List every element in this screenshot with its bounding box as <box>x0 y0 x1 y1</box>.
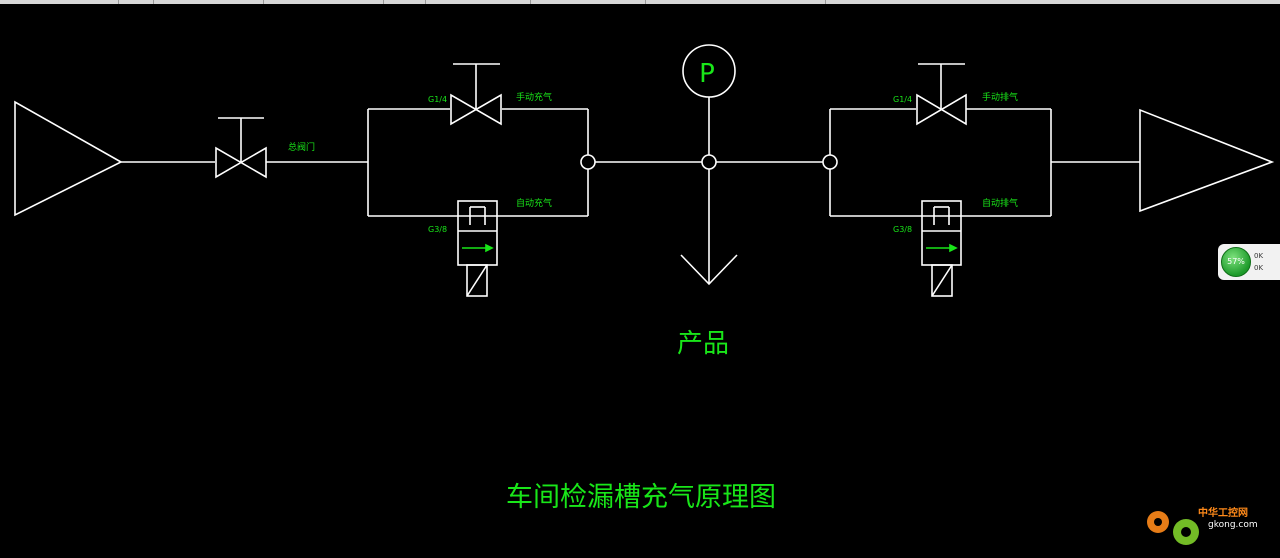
left-manual-name-label: 手动充气 <box>516 91 552 103</box>
gauge-letter: P <box>699 59 715 89</box>
left-auto-name-label: 自动充气 <box>516 197 552 209</box>
right-manual-name-label: 手动排气 <box>982 91 1018 103</box>
left-manual-valve-symbol <box>450 93 502 126</box>
product-label: 产品 <box>677 329 729 359</box>
product-arrow <box>680 254 738 286</box>
left-solenoid-valve-symbol <box>457 200 498 297</box>
network-usage-gauge: 57% <box>1221 247 1251 277</box>
left-auto-size-label: G3/8 <box>428 225 447 234</box>
left-junction <box>580 154 596 170</box>
cad-drawing-canvas: P 总阀门 G1/4 手动充气 G3/8 自动充气 G1/4 手动排气 G3/8… <box>14 44 1275 513</box>
right-manual-valve-symbol <box>916 93 967 126</box>
main-valve-symbol <box>215 146 267 179</box>
upload-speed: 0K <box>1254 252 1264 260</box>
exhaust-outlet-symbol <box>1139 108 1275 213</box>
watermark-url: gkong.com <box>1208 520 1258 530</box>
network-speed-widget[interactable]: 57% 0K 0K <box>1218 244 1280 280</box>
right-auto-size-label: G3/8 <box>893 225 912 234</box>
right-solenoid-valve-symbol <box>921 200 962 297</box>
gear-logo-icon <box>1147 511 1199 545</box>
center-junction <box>701 154 717 170</box>
left-manual-size-label: G1/4 <box>428 95 447 104</box>
main-valve-label: 总阀门 <box>288 141 315 153</box>
right-manual-size-label: G1/4 <box>893 95 912 104</box>
window-top-strip <box>0 0 1280 4</box>
site-watermark: 中华工控网 gkong.com <box>1140 492 1280 558</box>
right-junction <box>822 154 838 170</box>
download-speed: 0K <box>1254 264 1264 272</box>
gas-source-symbol <box>14 100 123 217</box>
right-auto-name-label: 自动排气 <box>982 197 1018 209</box>
watermark-name: 中华工控网 <box>1198 508 1248 519</box>
diagram-title: 车间检漏槽充气原理图 <box>506 482 776 513</box>
